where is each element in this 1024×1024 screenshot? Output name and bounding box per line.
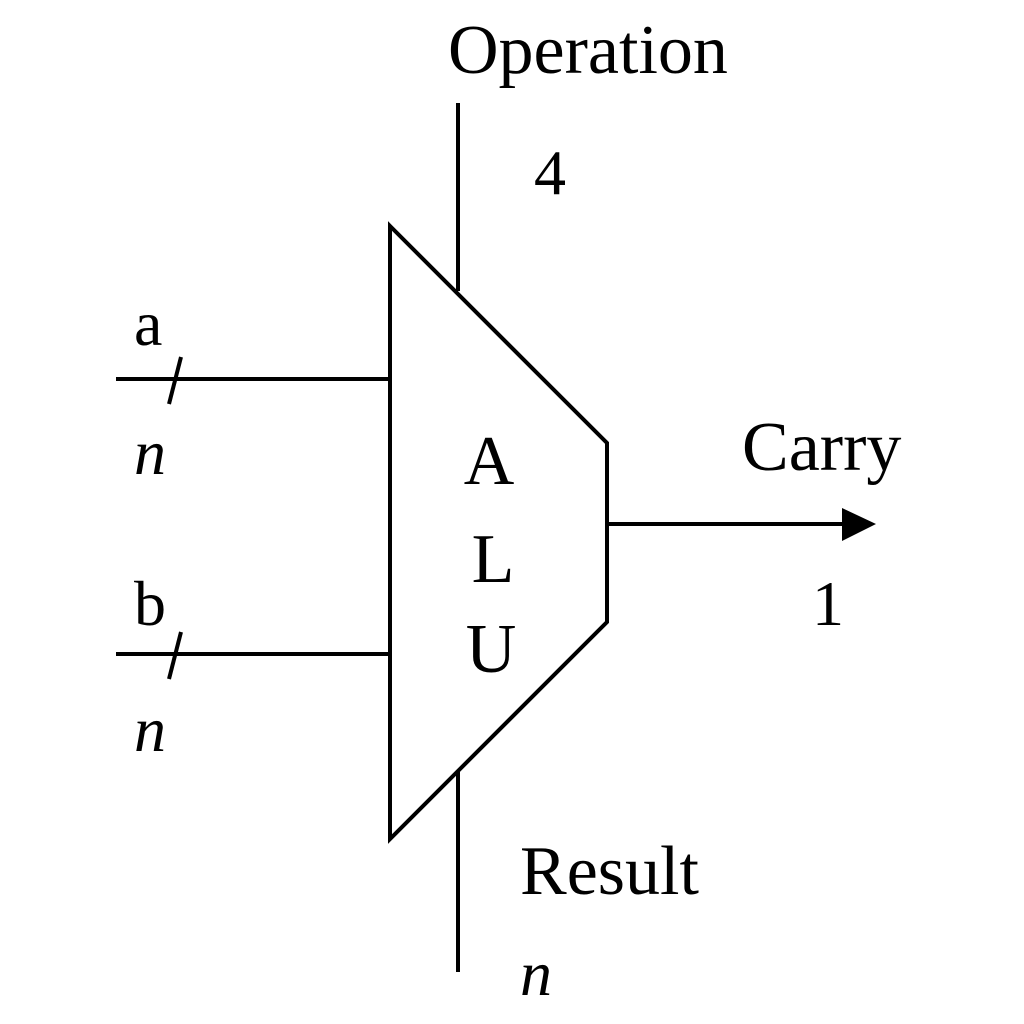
operation-label: Operation: [448, 12, 728, 89]
carry-width-label: 1: [812, 568, 844, 639]
carry-arrowhead: [842, 508, 876, 541]
alu-letter-l: L: [472, 521, 515, 598]
input-a-bus-slash: [167, 356, 183, 405]
alu-letter-a: A: [464, 423, 515, 500]
alu-block: [388, 221, 609, 844]
carry-label: Carry: [742, 409, 901, 486]
result-label: Result: [520, 833, 699, 910]
result-width-label: n: [520, 938, 552, 1009]
input-b-bus-slash: [167, 631, 183, 680]
input-b-width-label: n: [134, 694, 166, 765]
alu-letter-u: U: [466, 611, 517, 688]
input-a-width-label: n: [134, 417, 166, 488]
input-b-label: b: [134, 568, 166, 639]
input-a-label: a: [134, 288, 162, 359]
operation-width-label: 4: [534, 137, 566, 208]
